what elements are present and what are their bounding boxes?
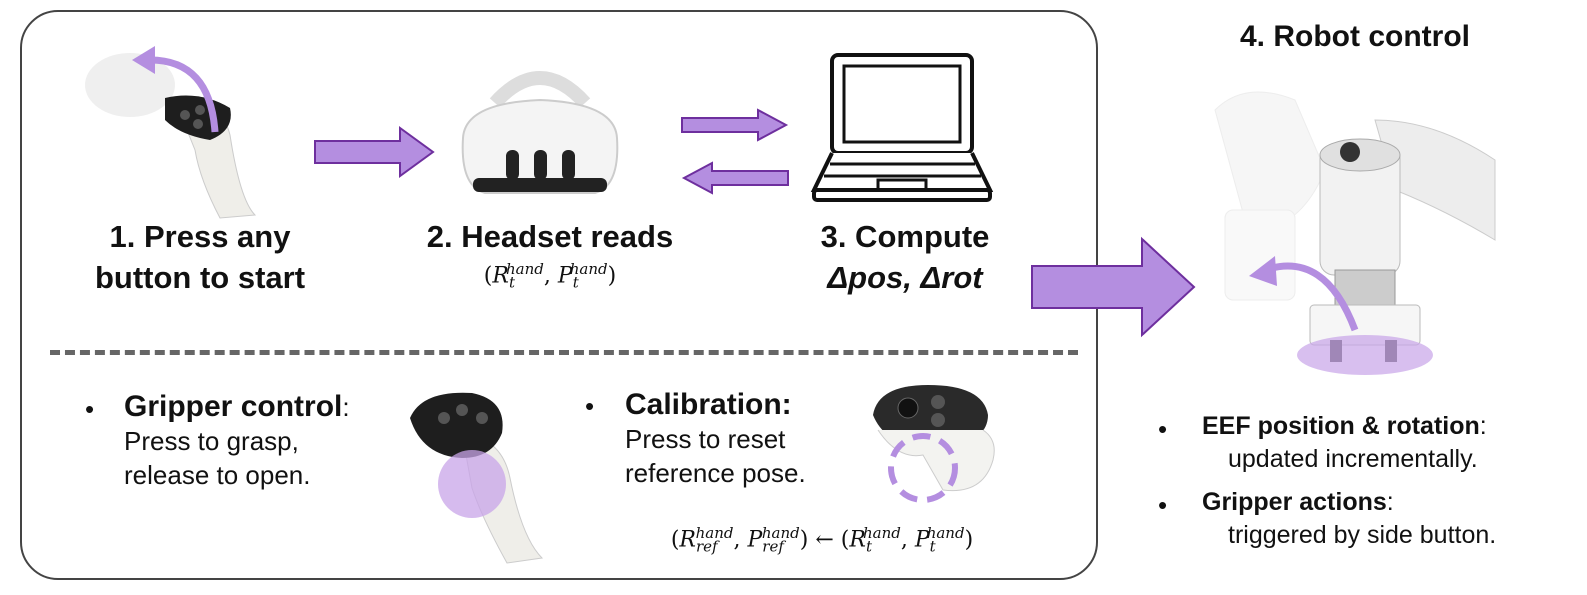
gripper-actions-text: triggered by side button.: [1228, 521, 1497, 549]
step3-label: 3. Compute Δpos, Δrot: [775, 216, 1035, 298]
eef-section: EEF position & rotation: updated increme…: [1202, 412, 1582, 474]
step3-line1: 3. Compute: [820, 219, 990, 254]
robot-control-title: 4. Robot control: [1240, 20, 1470, 53]
eef-title: EEF position & rotation: [1202, 412, 1480, 440]
gripper-section: Gripper control: Press to grasp, release…: [124, 390, 414, 492]
eef-colon: :: [1479, 412, 1487, 440]
gripper-actions-section: Gripper actions: triggered by side butto…: [1202, 488, 1582, 550]
gripper-title: Gripper control: [124, 390, 343, 423]
step1-line2: button to start: [94, 260, 306, 295]
step2-label: 2. Headset reads: [426, 219, 674, 254]
bullet-calibration: •: [585, 391, 595, 421]
gripper-colon: :: [342, 392, 350, 422]
to-robot-arrow: [1031, 236, 1196, 338]
gripper-controller-icon: [410, 392, 544, 564]
calibration-title: Calibration:: [625, 388, 792, 421]
step1-label: 1. Press any button to start: [70, 216, 330, 298]
return-arrow: [681, 161, 789, 195]
gripper-actions-colon: :: [1386, 488, 1394, 516]
controller-icon: [85, 46, 257, 219]
gripper-line2: release to open.: [124, 460, 311, 490]
bullet-gripper-actions: •: [1158, 490, 1168, 520]
calibration-controller-icon: [873, 385, 995, 503]
headset-icon: [461, 71, 619, 194]
gripper-line1: Press to grasp,: [124, 426, 299, 456]
section-divider: [50, 350, 1078, 355]
laptop-icon: [810, 53, 994, 202]
calibration-line2: reference pose.: [625, 458, 806, 488]
robot-arm-image: [1214, 91, 1496, 375]
bullet-eef: •: [1158, 414, 1168, 444]
eef-text: updated incrementally.: [1228, 445, 1478, 473]
formula-read: (Rthand, Pthand): [483, 260, 617, 292]
send-arrow: [681, 108, 789, 142]
step3-line2: Δpos, Δrot: [827, 260, 983, 295]
calibration-line1: Press to reset: [625, 424, 786, 454]
bullet-gripper: •: [85, 394, 95, 424]
formula-calibration: (Rrefhand, Prefhand) ← (Rthand, Pthand): [670, 524, 974, 556]
flow-arrow-1: [314, 126, 435, 178]
gripper-actions-title: Gripper actions: [1202, 488, 1387, 516]
step1-line1: 1. Press any: [109, 219, 291, 254]
calibration-section: Calibration: Press to reset reference po…: [625, 388, 885, 490]
